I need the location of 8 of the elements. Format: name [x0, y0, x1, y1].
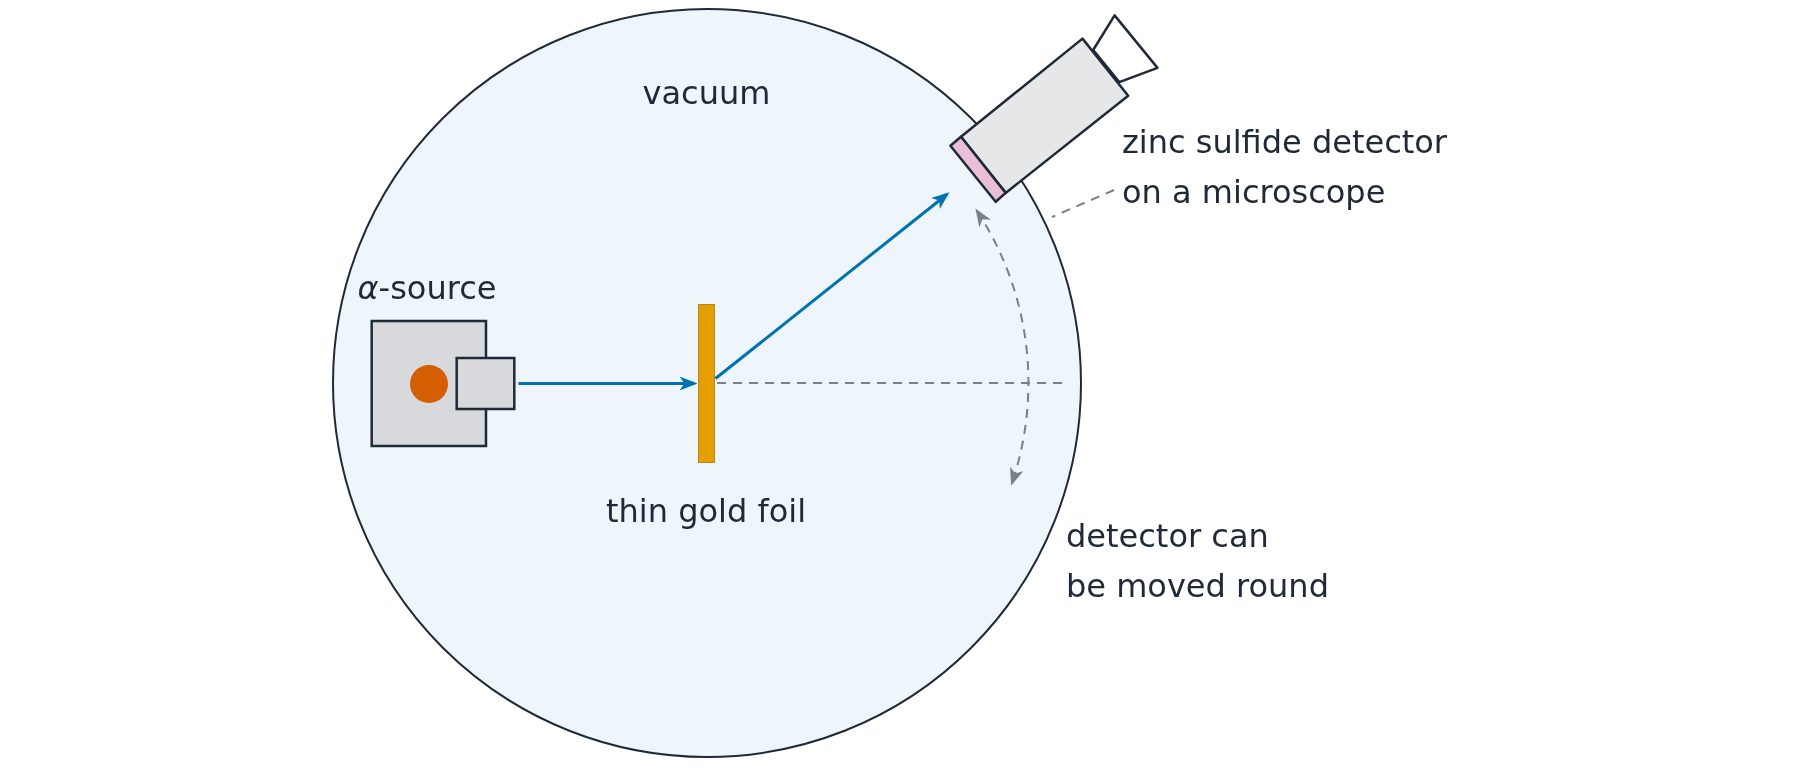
- chamber-label: vacuum: [642, 73, 771, 112]
- arrow: [518, 376, 698, 391]
- arrow: [714, 192, 950, 380]
- foil-label: thin gold foil: [605, 491, 807, 530]
- note-text: detector can be moved round: [1066, 516, 1329, 607]
- leader-line: [1051, 189, 1115, 218]
- source-label: α-source: [357, 268, 497, 307]
- callout-text: zinc sulfide detector on a microscope: [1122, 117, 1447, 217]
